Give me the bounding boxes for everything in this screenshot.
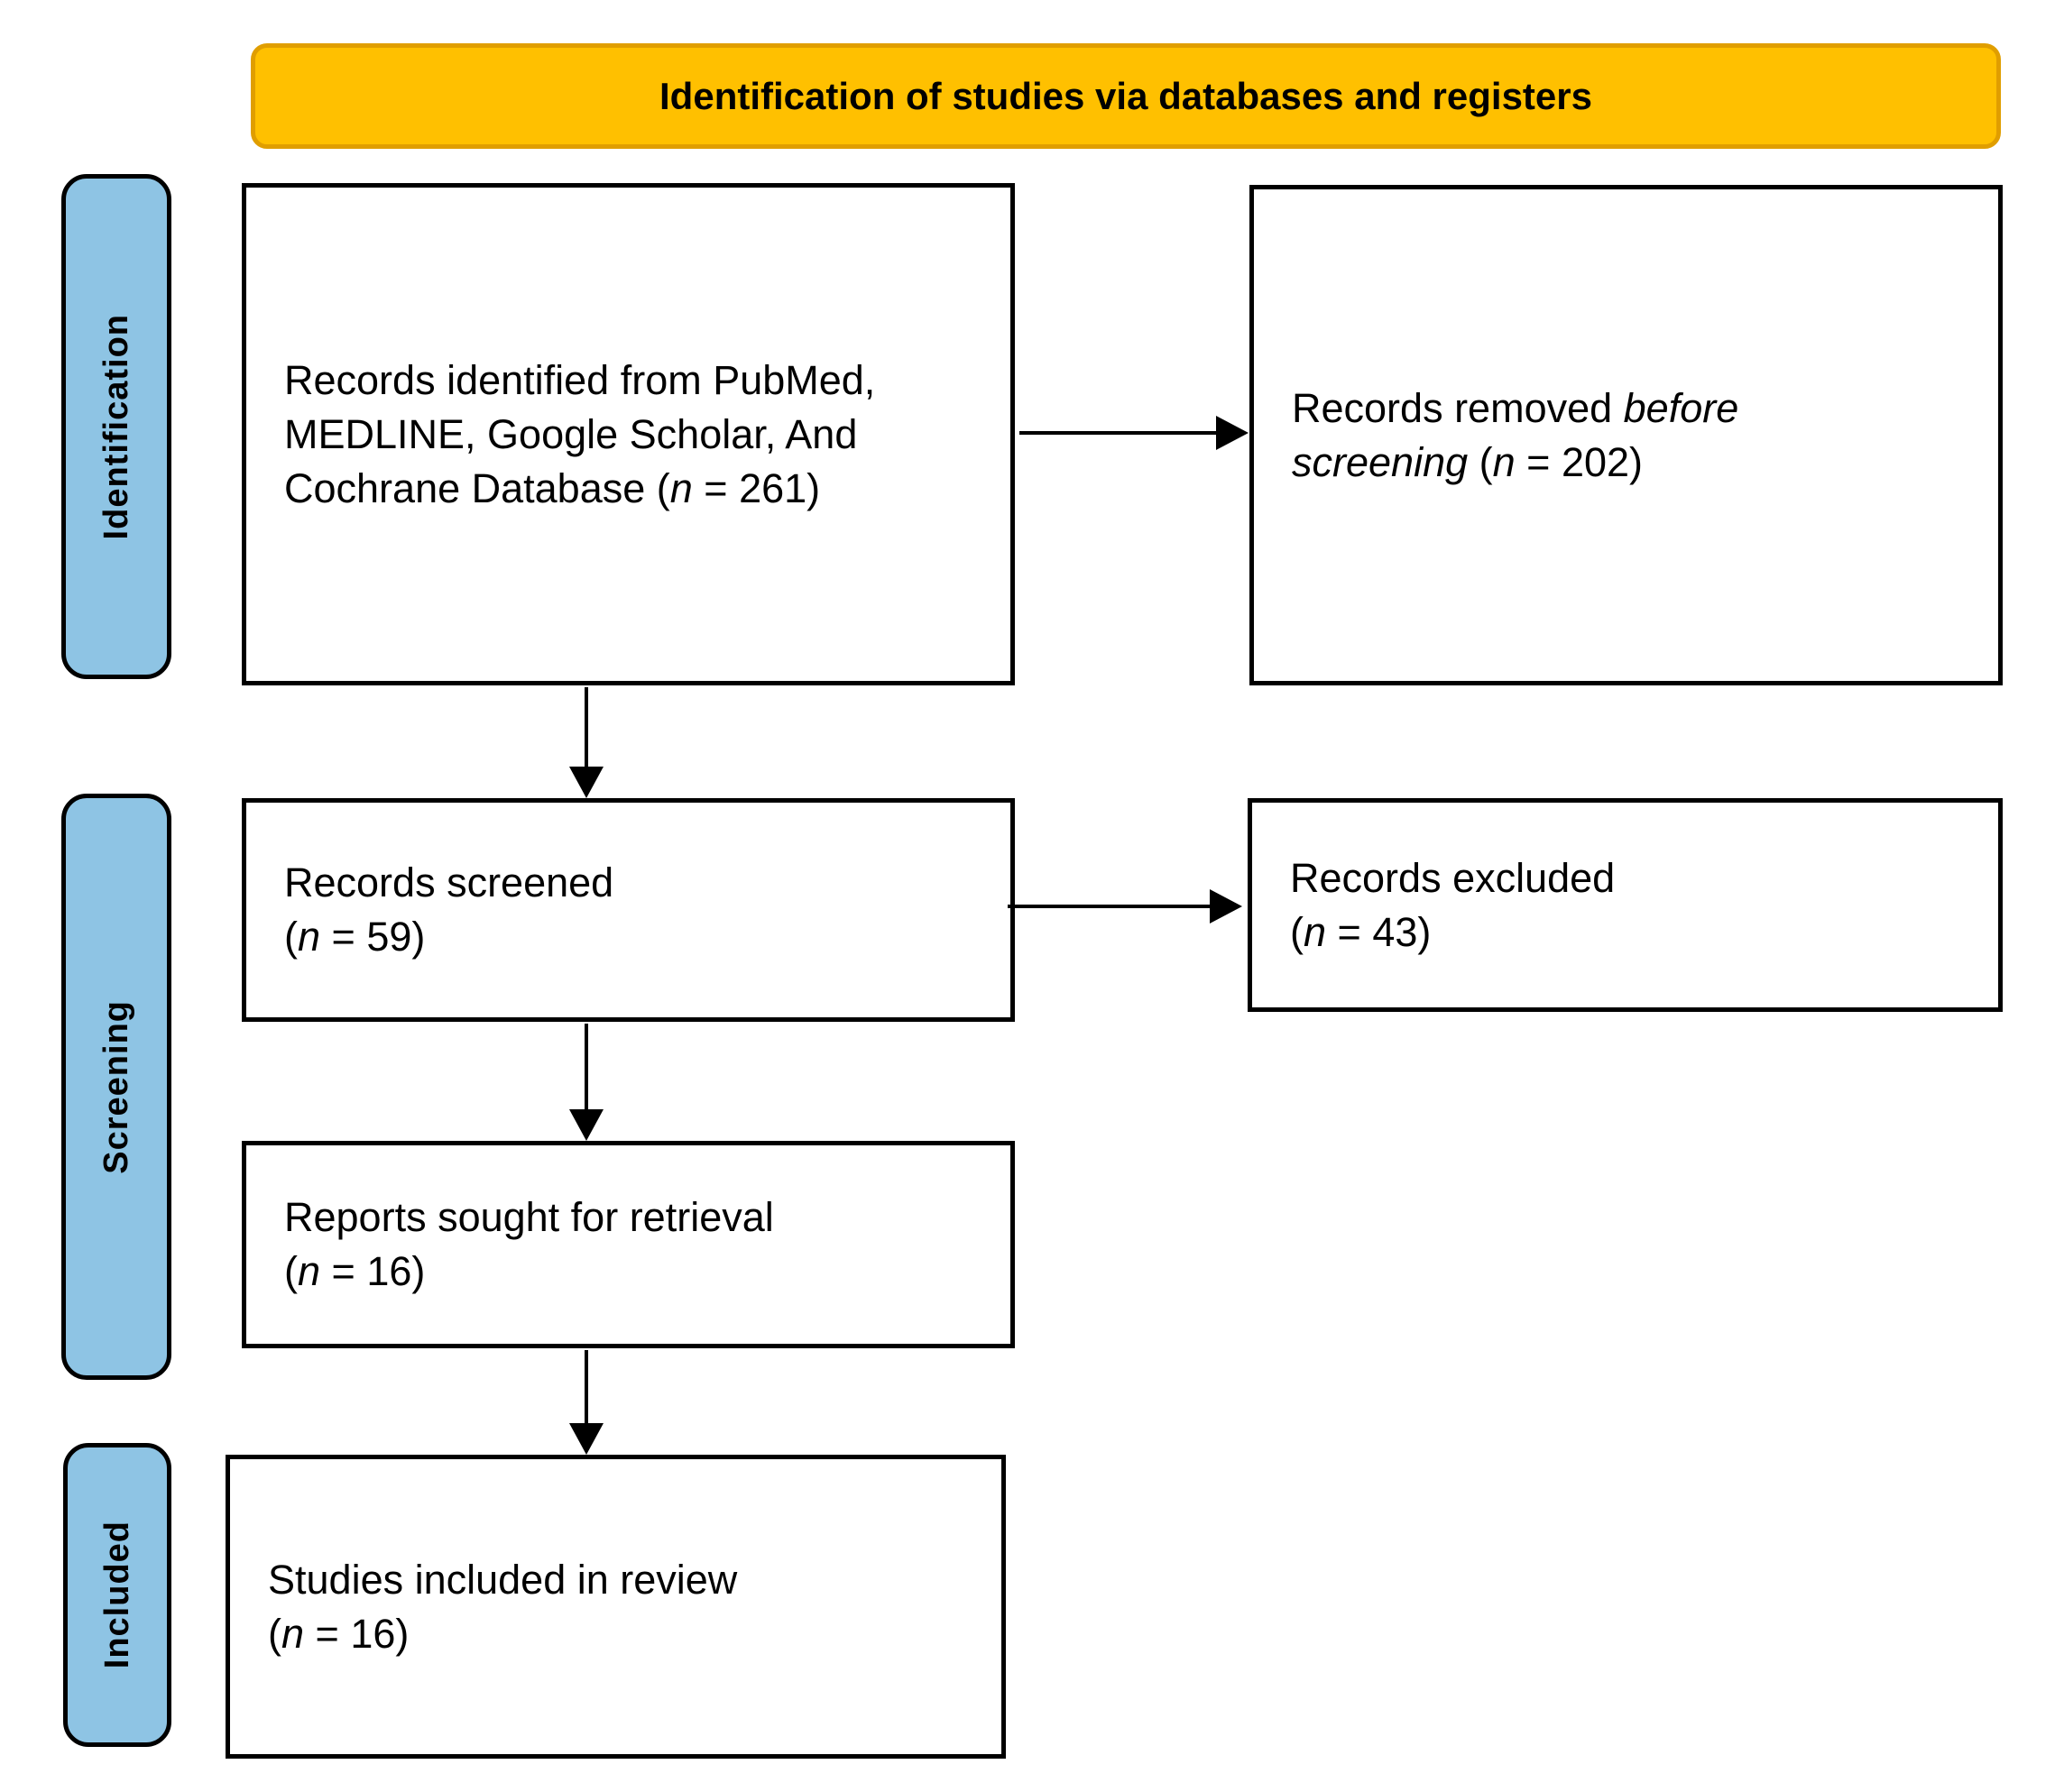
arrow-shaft [1008,905,1213,908]
stage-label-screening-text: Screening [97,999,135,1174]
stage-label-identification-text: Identification [97,313,135,540]
stage-label-included: Included [63,1443,171,1747]
arrowhead-right-icon [1216,416,1249,450]
arrowhead-right-icon [1210,889,1242,924]
box-studies-included-in-review: Studies included in review(n = 16) [226,1455,1006,1759]
arrowhead-down-icon [569,1109,604,1141]
box-reports-sought-for-retrieval: Reports sought for retrieval(n = 16) [242,1141,1015,1348]
box-records-excluded: Records excluded(n = 43) [1248,798,2003,1012]
arrowhead-down-icon [569,1423,604,1455]
arrow-shaft [585,1024,588,1111]
arrow-shaft [585,687,588,770]
stage-label-screening: Screening [61,794,171,1380]
arrow-shaft [585,1350,588,1427]
banner-title: Identification of studies via databases … [659,74,1592,117]
arrow-shaft [1019,431,1220,435]
stage-label-included-text: Included [97,1521,136,1669]
box-records-identified: Records identified from PubMed,MEDLINE, … [242,183,1015,685]
banner-identification-of-studies: Identification of studies via databases … [251,43,2001,149]
arrowhead-down-icon [569,767,604,798]
box-records-screened: Records screened(n = 59) [242,798,1015,1022]
stage-label-identification: Identification [61,174,171,679]
